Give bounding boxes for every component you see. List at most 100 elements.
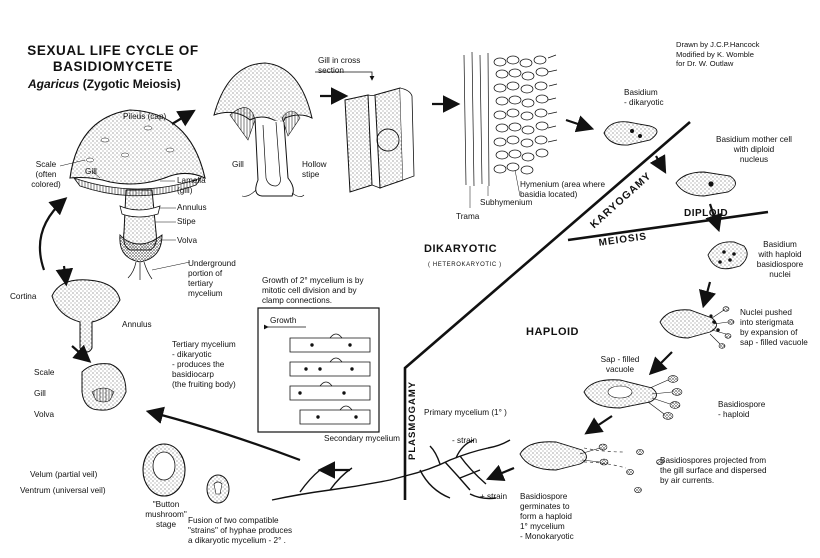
hymenium-label: Hymenium (area where basidia located) <box>520 180 605 200</box>
b4-line-4: sap - filled vacuole <box>740 338 808 347</box>
title-line-2: BASIDIOMYCETE <box>52 59 174 74</box>
plasmogamy-label: PLASMOGAMY <box>407 380 418 460</box>
b4-line-1: Nuclei pushed <box>740 308 792 317</box>
hymenium-illustration <box>462 51 558 208</box>
b3-line-2: with haploid <box>758 250 802 259</box>
proj-line-2: the gill surface and dispersed <box>660 466 767 475</box>
diagram-subtitle: Agaricus (Zygotic Meiosis) <box>28 77 181 91</box>
heterokaryotic-label: ( HETEROKARYOTIC ) <box>428 262 502 268</box>
b2-line-3: nucleus <box>739 155 769 164</box>
credit-line-1: Drawn by J.C.P.Hancock <box>676 40 760 49</box>
sterigmata-spores <box>579 306 735 493</box>
b1-line-1: Basidium <box>624 88 658 97</box>
stage-line-2: mushroom" <box>145 510 187 519</box>
basidium-dikaryotic-label: Basidium - dikaryotic <box>624 88 664 108</box>
cortina-label: Cortina <box>10 292 37 301</box>
primary-mycelium-label: Primary mycelium (1° ) <box>424 408 507 417</box>
gill-cross-section-illustration <box>315 71 415 193</box>
cross-line-2: section <box>318 66 344 75</box>
hollow-line-1: Hollow <box>302 160 327 169</box>
lamella-line-2: (gill) <box>177 186 193 195</box>
meiosis-type: (Zygotic Meiosis) <box>82 77 181 91</box>
cycle-arrows <box>38 87 723 482</box>
button-volva-label: Volva <box>34 410 55 419</box>
lamella-label: Lamella (gill) <box>177 176 206 196</box>
credits: Drawn by J.C.P.Hancock Modified by K. Wo… <box>676 40 759 69</box>
title-line-1: SEXUAL LIFE CYCLE OF <box>27 43 199 58</box>
hollow-line-2: stipe <box>302 170 320 179</box>
fusion-label: Fusion of two compatible "strains" of hy… <box>188 516 292 546</box>
button-annulus-label: Annulus <box>122 320 152 329</box>
volva-label: Volva <box>177 236 198 245</box>
tert-line-1: Tertiary mycelium <box>172 340 236 349</box>
trama-label: Trama <box>456 212 480 221</box>
diploid-label: DIPLOID <box>684 208 729 219</box>
gill-cross-section-label: Gill in cross section <box>318 56 360 76</box>
tertiary-mycelium-label: Tertiary mycelium - dikaryotic - produce… <box>172 340 236 390</box>
plus-strain-label: + strain <box>480 492 508 501</box>
hymenium-line-1: Hymenium (area where <box>520 180 606 189</box>
growth-direction-label: Growth <box>270 316 297 325</box>
tert-line-5: (the fruiting body) <box>172 380 236 389</box>
minus-strain-label: - strain <box>452 436 478 445</box>
genus-name: Agaricus <box>28 77 80 91</box>
fusion-line-1: Fusion of two compatible <box>188 516 279 525</box>
b1-line-2: - dikaryotic <box>624 98 664 107</box>
hollow-stipe-label: Hollow stipe <box>302 160 327 180</box>
growth-note-label: Growth of 2° mycelium is by mitotic cell… <box>262 276 364 306</box>
b2-line-2: with diploid <box>733 145 775 154</box>
sap-vacuole-label: Sap - filled vacuole <box>590 355 650 375</box>
section-gill-label: Gill <box>232 160 244 169</box>
tert-line-4: basidiocarp <box>172 370 214 379</box>
germ-line-3: form a haploid <box>520 512 572 521</box>
button-stage-label: "Button mushroom" stage <box>138 500 194 530</box>
proj-line-3: by air currents. <box>660 476 715 485</box>
button-stage-illustrations <box>51 279 230 504</box>
stipe-label: Stipe <box>177 217 196 226</box>
underground-line-3: tertiary <box>188 279 214 288</box>
scale-line-3: colored) <box>31 180 61 189</box>
cross-line-1: Gill in cross <box>318 56 361 65</box>
button-gill-label: Gill <box>34 389 46 398</box>
proj-line-1: Basidiospores projected from <box>660 456 767 465</box>
mature-mushroom-illustration <box>59 109 206 280</box>
phase-boundary-lines <box>403 121 769 500</box>
basidium-mother-cell-label: Basidium mother cell with diploid nucleu… <box>702 135 806 165</box>
pileus-label: Pileus (cap) <box>123 112 167 121</box>
b4-line-3: by expansion of <box>740 328 798 337</box>
germ-line-4: 1° mycelium <box>520 522 565 531</box>
underground-line-1: Underground <box>188 259 236 268</box>
nuclei-pushed-label: Nuclei pushed into sterigmata by expansi… <box>740 308 808 348</box>
bs-line-2: - haploid <box>718 410 750 419</box>
hymenium-line-2: basidia located) <box>520 190 578 199</box>
fusion-line-3: a dikaryotic mycelium - 2° . <box>188 536 286 545</box>
stage-line-3: stage <box>155 520 177 529</box>
subhymenium-label: Subhymenium <box>480 198 533 207</box>
diagram-title: SEXUAL LIFE CYCLE OF BASIDIOMYCETE <box>18 43 208 75</box>
scale-line-2: (often <box>35 170 57 179</box>
germ-line-2: germinates to <box>520 502 570 511</box>
spore-dispersal-path <box>583 447 627 469</box>
germ-line-5: - Monokaryotic <box>520 532 574 541</box>
spores-projected-label: Basidiospores projected from the gill su… <box>660 456 767 486</box>
underground-line-2: portion of <box>188 269 223 278</box>
basidiospore-label: Basidiospore - haploid <box>718 400 765 420</box>
scale-line-1: Scale <box>35 160 57 169</box>
ventrum-label: Ventrum (universal veil) <box>20 486 106 495</box>
lamella-line-1: Lamella <box>177 176 206 185</box>
velum-label: Velum (partial veil) <box>30 470 98 479</box>
b4-line-2: into sterigmata <box>740 318 794 327</box>
credit-line-2: Modified by K. Womble <box>676 49 754 59</box>
haploid-label: HAPLOID <box>526 326 579 338</box>
bs-line-1: Basidiospore <box>718 400 766 409</box>
b3-line-1: Basidium <box>763 240 797 249</box>
germination-label: Basidiospore germinates to form a haploi… <box>520 492 574 542</box>
germ-line-1: Basidiospore <box>520 492 568 501</box>
growth-line-2: mitotic cell division and by <box>262 286 357 295</box>
underground-label: Underground portion of tertiary mycelium <box>188 259 236 299</box>
basidium-nuclei <box>630 129 736 332</box>
fusion-line-2: "strains" of hyphae produces <box>188 526 293 535</box>
scale-label: Scale (often colored) <box>26 160 66 190</box>
